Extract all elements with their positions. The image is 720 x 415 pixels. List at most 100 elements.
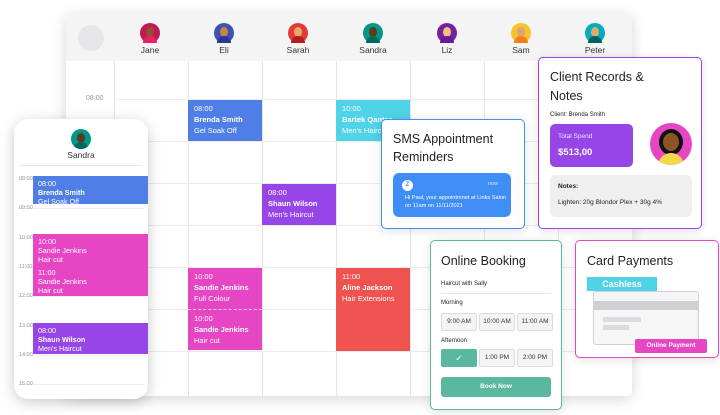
phone-row-line xyxy=(18,208,144,209)
staff-sam[interactable]: Sam xyxy=(484,13,558,61)
online-payment-badge: Online Payment xyxy=(635,339,707,353)
notes-label: Notes: xyxy=(558,183,579,190)
staff-avatar xyxy=(214,23,234,43)
slot-morning-1[interactable]: 9:00 AM xyxy=(441,313,477,331)
booking-divider xyxy=(441,293,551,294)
staff-avatar xyxy=(363,23,383,43)
appt-client: Sandie Jenkins xyxy=(194,283,249,292)
slot-afternoon-selected[interactable]: ✓ xyxy=(441,349,477,367)
staff-sandra[interactable]: Sandra xyxy=(336,13,410,61)
slot-morning-2[interactable]: 10:00 AM xyxy=(479,313,515,331)
spend-label: Total Spend xyxy=(558,133,593,140)
staff-avatar xyxy=(585,23,605,43)
records-client: Client: Brenda Smith xyxy=(550,112,606,118)
staff-avatar xyxy=(437,23,457,43)
grid-column-line xyxy=(188,61,189,396)
appt-client: Aline Jackson xyxy=(342,283,393,292)
appt-service: Full Colour xyxy=(194,294,231,303)
calendar-avatar-placeholder[interactable] xyxy=(78,25,104,51)
phone-time-label: 14:00 xyxy=(19,352,33,358)
sms-sender-icon: Z xyxy=(402,180,413,191)
staff-avatar xyxy=(140,23,160,43)
staff-jane[interactable]: Jane xyxy=(113,13,187,61)
phone-time-label: 11:00 xyxy=(19,264,33,270)
phone-row-line xyxy=(18,355,144,356)
slot-afternoon-1[interactable]: 1:00 PM xyxy=(479,349,515,367)
time-label: 08:00 xyxy=(86,95,104,102)
grid-row-line xyxy=(114,183,632,184)
payment-card-graphic xyxy=(593,291,699,345)
sms-message: Hi Paul, your appointmnet at Links Salon… xyxy=(405,195,507,209)
appt-service: Hair cut xyxy=(38,286,63,295)
check-icon: ✓ xyxy=(455,353,463,363)
grid-column-line xyxy=(336,61,337,396)
slot-morning-3[interactable]: 11:00 AM xyxy=(517,313,553,331)
afternoon-label: Afternoon xyxy=(441,338,468,344)
staff-name: Liz xyxy=(441,45,453,55)
sms-title: SMS Appointment Reminders xyxy=(393,132,494,164)
morning-label: Morning xyxy=(441,300,463,306)
appt-time: 08:00 xyxy=(194,104,213,113)
appt-client: Sandie Jenkins xyxy=(38,277,87,286)
grid-row-line xyxy=(114,225,632,226)
staff-name: Jane xyxy=(140,45,160,55)
phone-row-line xyxy=(18,296,144,297)
staff-name: Eli xyxy=(219,45,229,55)
appt-service: Hair cut xyxy=(38,255,63,264)
records-title: Client Records & Notes xyxy=(550,70,644,103)
staff-liz[interactable]: Liz xyxy=(410,13,484,61)
phone-time-label: 12:00 xyxy=(19,293,33,299)
notes-text: Lighten: 20g Blondor Plex + 30g 4% xyxy=(558,199,662,206)
book-now-button[interactable]: Book Now xyxy=(441,377,551,397)
appt-service: Hair Extensions xyxy=(342,294,395,303)
online-booking-card: Online Booking Haircut with Sally Mornin… xyxy=(430,240,562,410)
staff-name: Sandra xyxy=(359,45,387,55)
phone-time-label: 15:00 xyxy=(19,381,33,387)
grid-row-line xyxy=(114,351,632,352)
appt-service: Men's Haircut xyxy=(342,126,388,135)
staff-avatar xyxy=(511,23,531,43)
staff-name: Sam xyxy=(512,45,530,55)
grid-column-line xyxy=(262,61,263,396)
slot-afternoon-2[interactable]: 2:00 PM xyxy=(517,349,553,367)
phone-time-label: 09:00 xyxy=(19,205,33,211)
grid-row-line xyxy=(114,267,632,268)
cashless-badge: Cashless xyxy=(587,277,657,291)
appt-client: Sandie Jenkins xyxy=(194,325,249,334)
appt-service: Men's Haircut xyxy=(38,344,82,353)
grid-row-line xyxy=(114,141,632,142)
appt-time: 11:00 xyxy=(38,268,56,277)
staff-sarah[interactable]: Sarah xyxy=(261,13,335,61)
card-payments-card: Card Payments Cashless Online Payment xyxy=(575,240,719,358)
staff-avatar xyxy=(288,23,308,43)
appt-service: Gel Soak Off xyxy=(38,197,80,206)
appt-time: 08:00 xyxy=(38,179,56,188)
booking-title: Online Booking xyxy=(441,254,526,268)
appt-client: Brenda Smith xyxy=(194,115,243,124)
phone-avatar[interactable] xyxy=(71,129,91,149)
appt-time: 10:00 xyxy=(38,237,56,246)
sms-time: now xyxy=(488,181,499,187)
phone-time-label: 13:00 xyxy=(19,323,33,329)
sms-bubble[interactable]: Z now Hi Paul, your appointmnet at Links… xyxy=(393,173,511,217)
appt-client: Brenda Smith xyxy=(38,188,85,197)
appt-client: Bartek Qantas xyxy=(342,115,393,124)
appt-time: 10:00 xyxy=(194,314,213,323)
staff-eli[interactable]: Eli xyxy=(187,13,261,61)
phone-time-label: 08:00 xyxy=(19,176,33,182)
staff-peter[interactable]: Peter xyxy=(558,13,632,61)
total-spend-box: Total Spend $513,00 xyxy=(550,124,633,167)
phone-staff-name: Sandra xyxy=(67,150,95,160)
appt-time: 08:00 xyxy=(38,326,56,335)
appt-time: 10:00 xyxy=(342,104,361,113)
